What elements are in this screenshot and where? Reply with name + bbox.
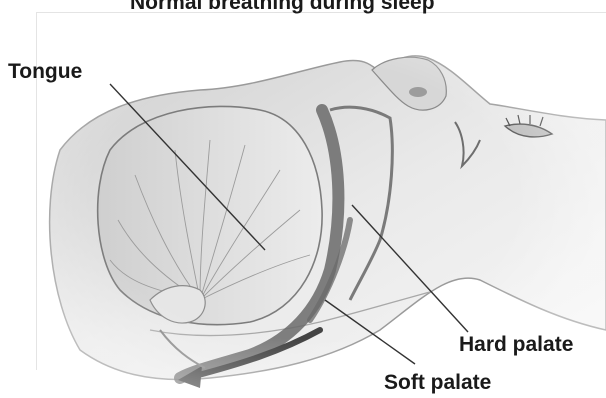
label-hard-palate: Hard palate (459, 333, 573, 357)
label-soft-palate: Soft palate (384, 371, 491, 395)
label-tongue: Tongue (8, 60, 82, 84)
diagram-title: Normal breathing during sleep (130, 0, 435, 15)
